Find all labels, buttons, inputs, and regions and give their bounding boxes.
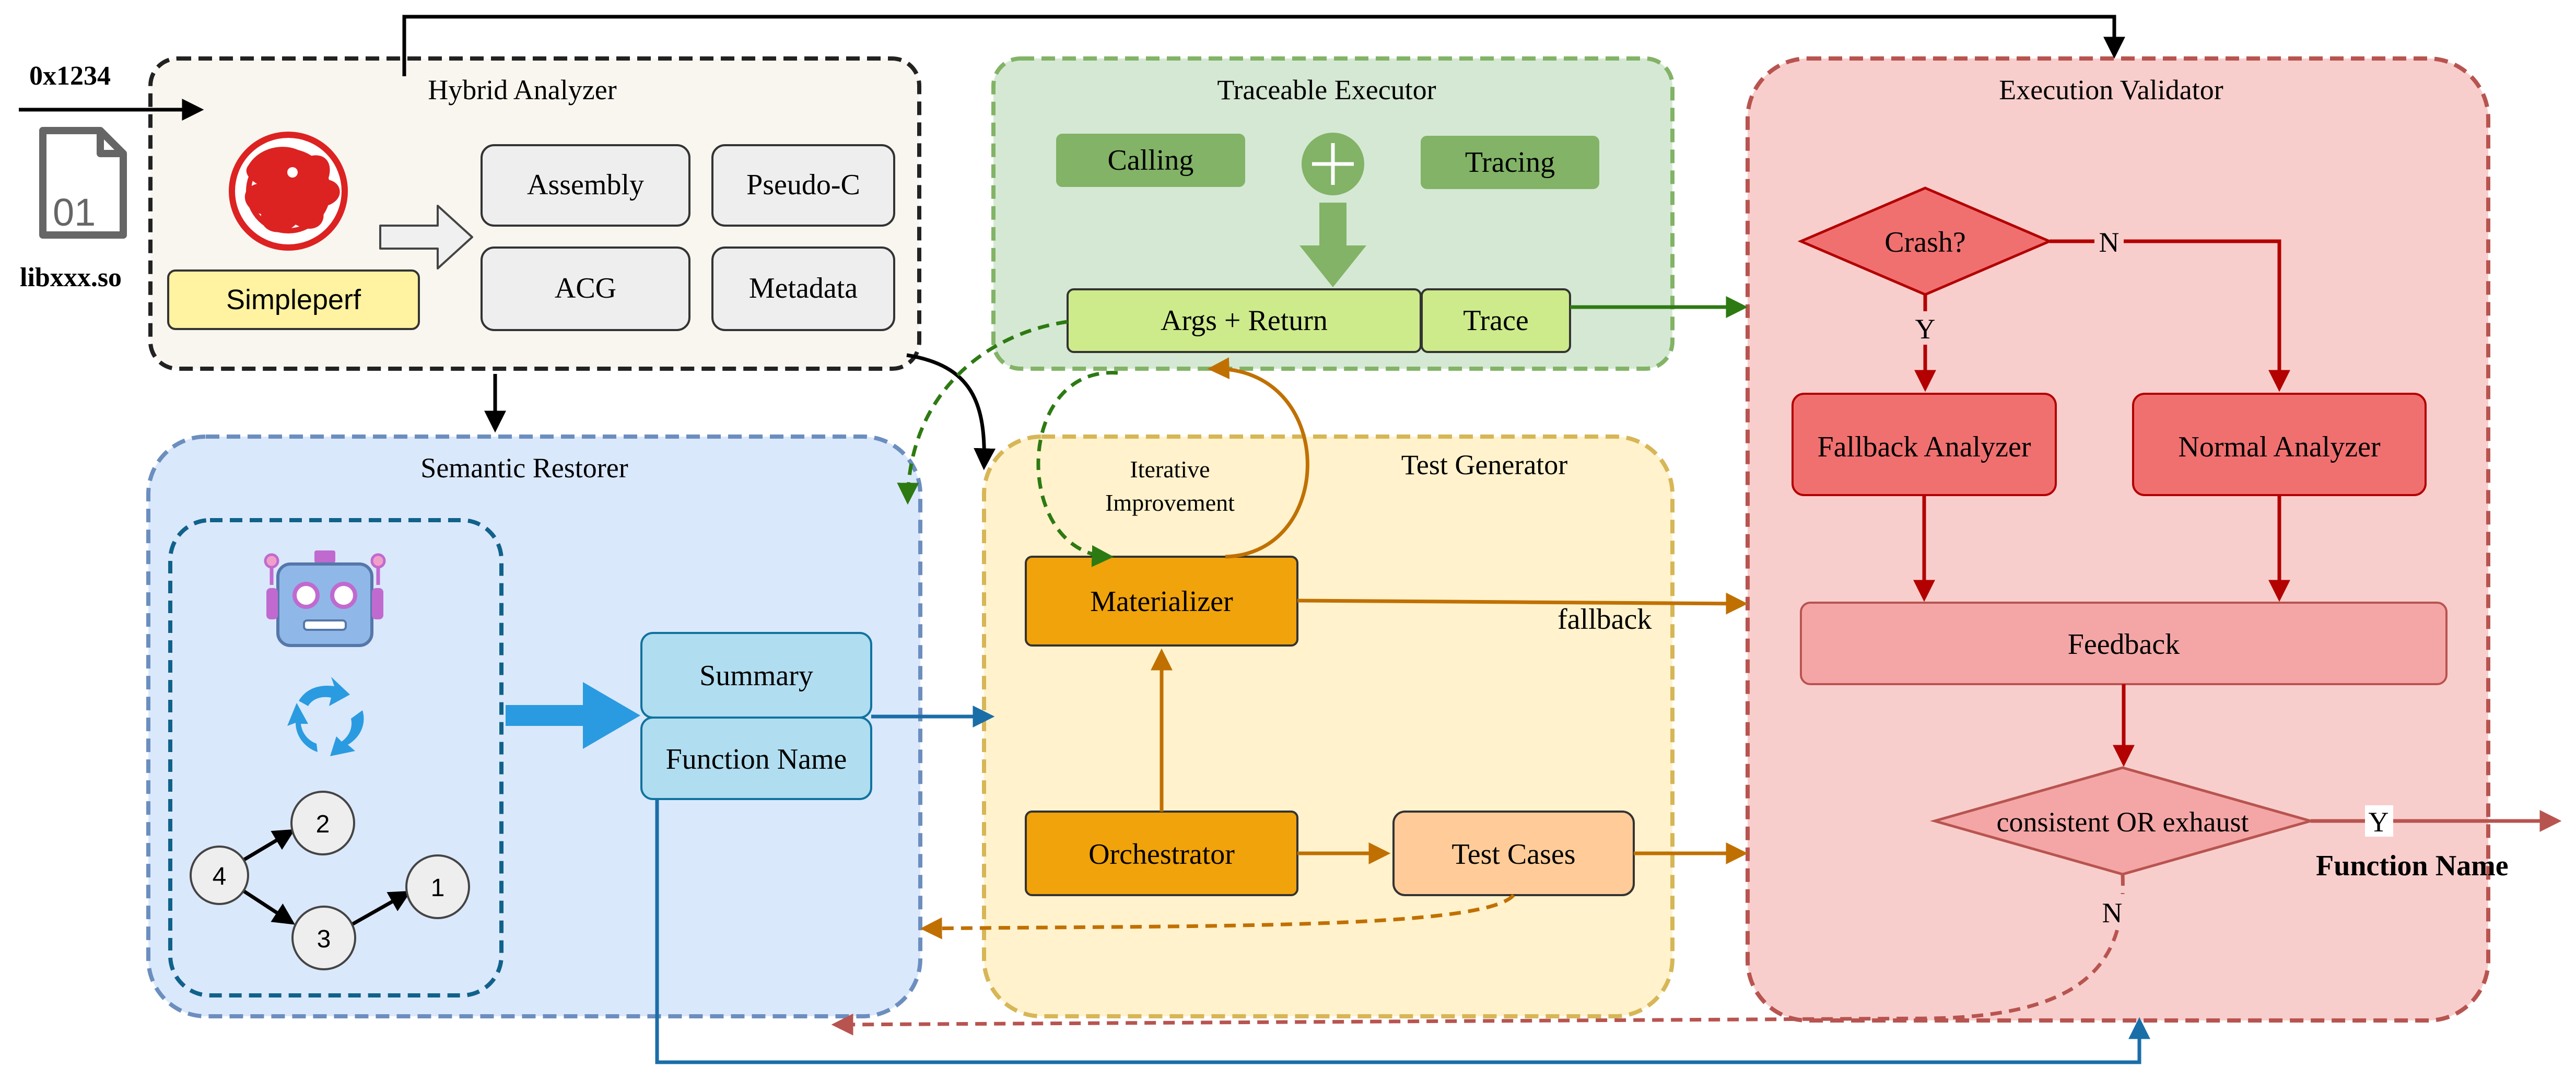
executor-down-arrow bbox=[1299, 203, 1366, 287]
top-bypass-arrow bbox=[402, 15, 2125, 76]
iterative-label-line2: Improvement bbox=[1105, 489, 1235, 516]
trace-box bbox=[1421, 288, 1571, 353]
crash-no-label-bg bbox=[2094, 226, 2124, 257]
graph-node-4 bbox=[190, 846, 249, 905]
simpleperf-box bbox=[167, 269, 420, 330]
graph-node-1-label: 1 bbox=[431, 874, 445, 902]
file-icon-text: 01 bbox=[53, 191, 96, 234]
metadata-box bbox=[711, 246, 895, 331]
graph-node-2-label: 2 bbox=[316, 811, 330, 838]
materializer-label: Materializer bbox=[1090, 585, 1233, 618]
crash-label: Crash? bbox=[1884, 226, 1966, 259]
hybrid-analyzer-title: Hybrid Analyzer bbox=[428, 74, 616, 105]
consistent-label: consistent OR exhaust bbox=[1997, 806, 2249, 838]
combine-plus-icon bbox=[1302, 133, 1364, 195]
feedback-label: Feedback bbox=[2068, 628, 2180, 661]
input-address: 0x1234 bbox=[29, 61, 111, 91]
graph-node-3-label: 3 bbox=[317, 925, 331, 953]
materializer-to-args-arrow bbox=[1207, 357, 1309, 559]
library-name: libxxx.so bbox=[20, 263, 122, 292]
hybrid-big-arrow bbox=[379, 205, 473, 269]
hybrid-to-generator-arrow bbox=[906, 353, 996, 471]
execution-validator-panel bbox=[1746, 56, 2490, 1023]
assembly-label: Assembly bbox=[527, 169, 644, 201]
pseudo-c-label: Pseudo-C bbox=[746, 169, 860, 201]
consistent-no-arrow bbox=[831, 874, 2125, 1036]
function-name-to-validator-arrow bbox=[655, 799, 2150, 1064]
acg-label: ACG bbox=[555, 272, 616, 304]
test-generator-title: Test Generator bbox=[1401, 449, 1568, 480]
llm-agent-inner-panel bbox=[168, 518, 504, 997]
function-name-label: Function Name bbox=[666, 743, 847, 776]
simpleperf-logo-icon bbox=[229, 132, 348, 251]
assembly-box bbox=[481, 144, 690, 227]
normal-analyzer-label: Normal Analyzer bbox=[2178, 431, 2381, 463]
graph-node-2 bbox=[290, 791, 355, 855]
call-graph: 4 2 3 1 bbox=[190, 791, 470, 970]
function-name-box bbox=[640, 717, 872, 800]
args-to-materializer-arrow bbox=[1036, 371, 1118, 567]
iterative-label-line1: Iterative bbox=[1130, 456, 1210, 483]
orchestrator-label: Orchestrator bbox=[1088, 838, 1235, 871]
test-generator-panel bbox=[982, 435, 1675, 1018]
args-return-label: Args + Return bbox=[1161, 304, 1328, 337]
fallback-label: fallback bbox=[1558, 603, 1652, 636]
execution-validator-title: Execution Validator bbox=[1999, 74, 2223, 105]
trace-label: Trace bbox=[1463, 304, 1528, 337]
calling-box bbox=[1056, 134, 1245, 187]
traceable-executor-title: Traceable Executor bbox=[1217, 74, 1436, 105]
consistent-yes-label: Y bbox=[2369, 806, 2389, 838]
summary-label: Summary bbox=[699, 660, 813, 692]
refresh-cycle-icon bbox=[287, 677, 364, 756]
tracing-box bbox=[1421, 136, 1599, 189]
graph-node-3 bbox=[291, 906, 356, 970]
metadata-label: Metadata bbox=[749, 272, 858, 304]
consistent-no-label: N bbox=[2102, 897, 2123, 929]
fallback-analyzer-label: Fallback Analyzer bbox=[1818, 431, 2031, 463]
acg-box bbox=[481, 246, 690, 331]
consistent-yes-label-bg bbox=[2365, 805, 2393, 837]
consistent-no-label-bg bbox=[2098, 894, 2127, 929]
crash-no-arrow bbox=[2050, 239, 2290, 392]
crash-yes-label-bg bbox=[1911, 311, 1940, 345]
crash-no-label: N bbox=[2099, 227, 2120, 258]
testcases-to-restorer-arrow bbox=[920, 894, 1515, 940]
semantic-restorer-title: Semantic Restorer bbox=[420, 452, 628, 484]
robot-icon bbox=[264, 550, 386, 647]
restorer-big-arrow bbox=[506, 682, 640, 749]
materializer-fallback-arrow bbox=[1297, 592, 1748, 615]
graph-node-4-label: 4 bbox=[213, 863, 227, 890]
test-cases-label: Test Cases bbox=[1451, 838, 1575, 871]
tracing-label: Tracing bbox=[1465, 146, 1555, 179]
pseudo-c-box bbox=[711, 144, 895, 227]
calling-label: Calling bbox=[1108, 144, 1194, 177]
binary-file-icon: 01 bbox=[39, 127, 127, 239]
graph-node-1 bbox=[405, 854, 470, 919]
simpleperf-label: Simpleperf bbox=[226, 284, 361, 315]
crash-yes-label: Y bbox=[1915, 313, 1936, 345]
result-function-name: Function Name bbox=[2316, 850, 2509, 882]
